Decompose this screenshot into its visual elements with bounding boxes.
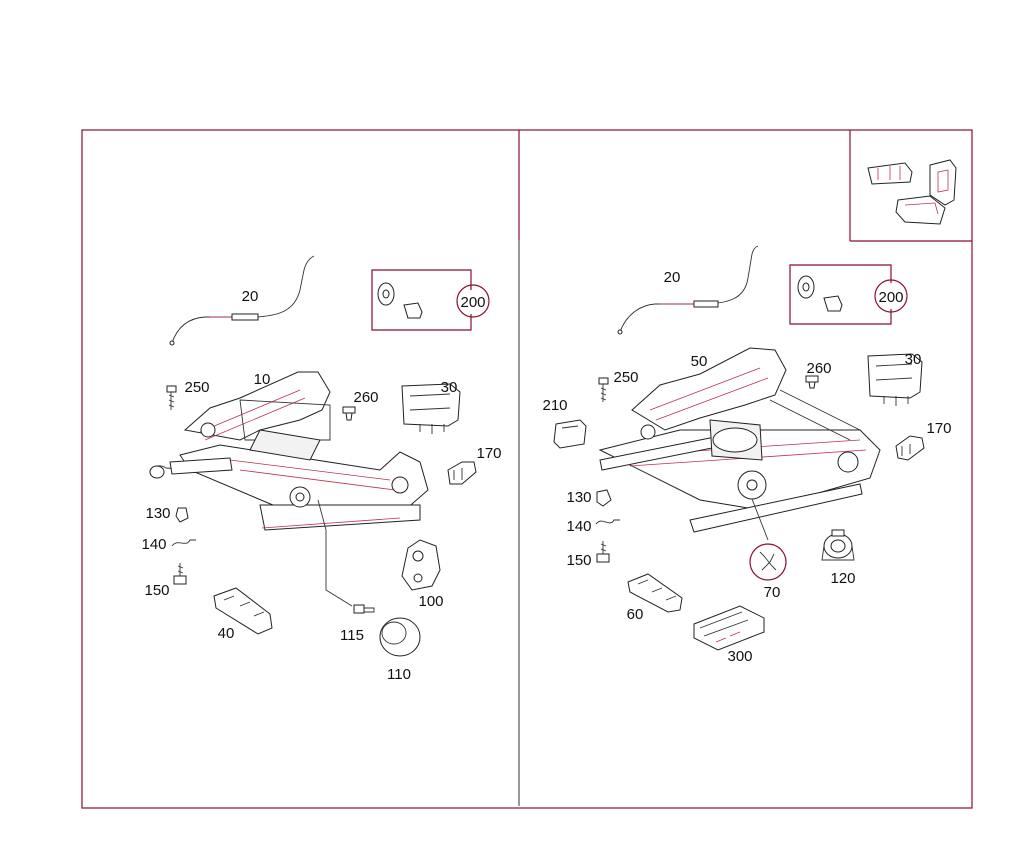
right-callout-140: 140 [566, 518, 591, 535]
left-part-170-clip [447, 461, 477, 485]
right-callout-130: 130 [566, 489, 591, 506]
right-callout-200: 200 [878, 289, 903, 306]
left-callout-130: 130 [145, 505, 170, 522]
right-callout-150: 150 [566, 552, 591, 569]
left-part-10-seat-frame [149, 371, 429, 531]
left-leader-110 [317, 499, 353, 607]
left-callout-115: 115 [340, 627, 364, 644]
left-callout-40: 40 [218, 625, 235, 642]
right-callout-20: 20 [664, 269, 681, 286]
right-callout-260: 260 [806, 360, 831, 377]
right-part-50-seat-frame [598, 347, 881, 533]
left-part-150-bolt [173, 563, 187, 585]
left-callout-20: 20 [242, 288, 259, 305]
right-part-30-connector [867, 353, 923, 406]
right-callout-30: 30 [905, 351, 922, 368]
diagram-frame [81, 129, 973, 809]
right-part-70-tool [749, 543, 787, 581]
right-callout-200-circle [874, 279, 908, 313]
left-part-130-nut [175, 507, 189, 523]
right-callout-300: 300 [727, 648, 752, 665]
left-part-250-bolt [166, 385, 177, 410]
right-part-140-spring [595, 519, 620, 525]
right-part-260-screw [805, 375, 819, 389]
left-callout-250: 250 [184, 379, 209, 396]
right-callout-70: 70 [764, 584, 781, 601]
left-callout-10: 10 [254, 371, 271, 388]
right-callout-120: 120 [830, 570, 855, 587]
left-callout-140: 140 [141, 536, 166, 553]
right-part-170-clip [895, 435, 925, 461]
left-part-30-connector [401, 383, 461, 434]
right-part-300-control-unit [693, 605, 765, 651]
right-part-130-nut [596, 489, 612, 507]
right-callout-50: 50 [691, 353, 708, 370]
left-callout-200-circle [456, 284, 490, 318]
right-part-200-box [789, 264, 908, 325]
right-part-120-motor [821, 529, 855, 561]
left-part-100-motor [401, 539, 441, 591]
right-part-60-connector [627, 573, 683, 613]
right-part-150-bolt [596, 541, 610, 563]
left-callout-30: 30 [441, 379, 458, 396]
left-part-260-screw [342, 406, 356, 421]
left-callout-260: 260 [353, 389, 378, 406]
left-part-20-cable [169, 255, 315, 346]
right-callout-170: 170 [926, 420, 951, 437]
left-part-110-cap [379, 617, 421, 657]
left-callout-150: 150 [144, 582, 169, 599]
right-callout-250: 250 [613, 369, 638, 386]
left-part-40-connector [213, 587, 273, 635]
left-callout-170: 170 [476, 445, 501, 462]
left-part-115-screw [353, 604, 375, 614]
left-callout-200: 200 [460, 294, 485, 311]
right-callout-210: 210 [542, 397, 567, 414]
left-part-200-box [371, 269, 490, 331]
left-part-140-spring [171, 539, 196, 547]
right-part-20-cable [617, 245, 759, 335]
left-callout-110: 110 [387, 666, 411, 683]
right-callout-60: 60 [627, 606, 644, 623]
right-part-210-cover [553, 419, 587, 449]
switch-inset [849, 130, 972, 242]
left-callout-100: 100 [418, 593, 443, 610]
right-part-250-bolt [598, 377, 609, 402]
right-leader-70 [751, 498, 769, 541]
